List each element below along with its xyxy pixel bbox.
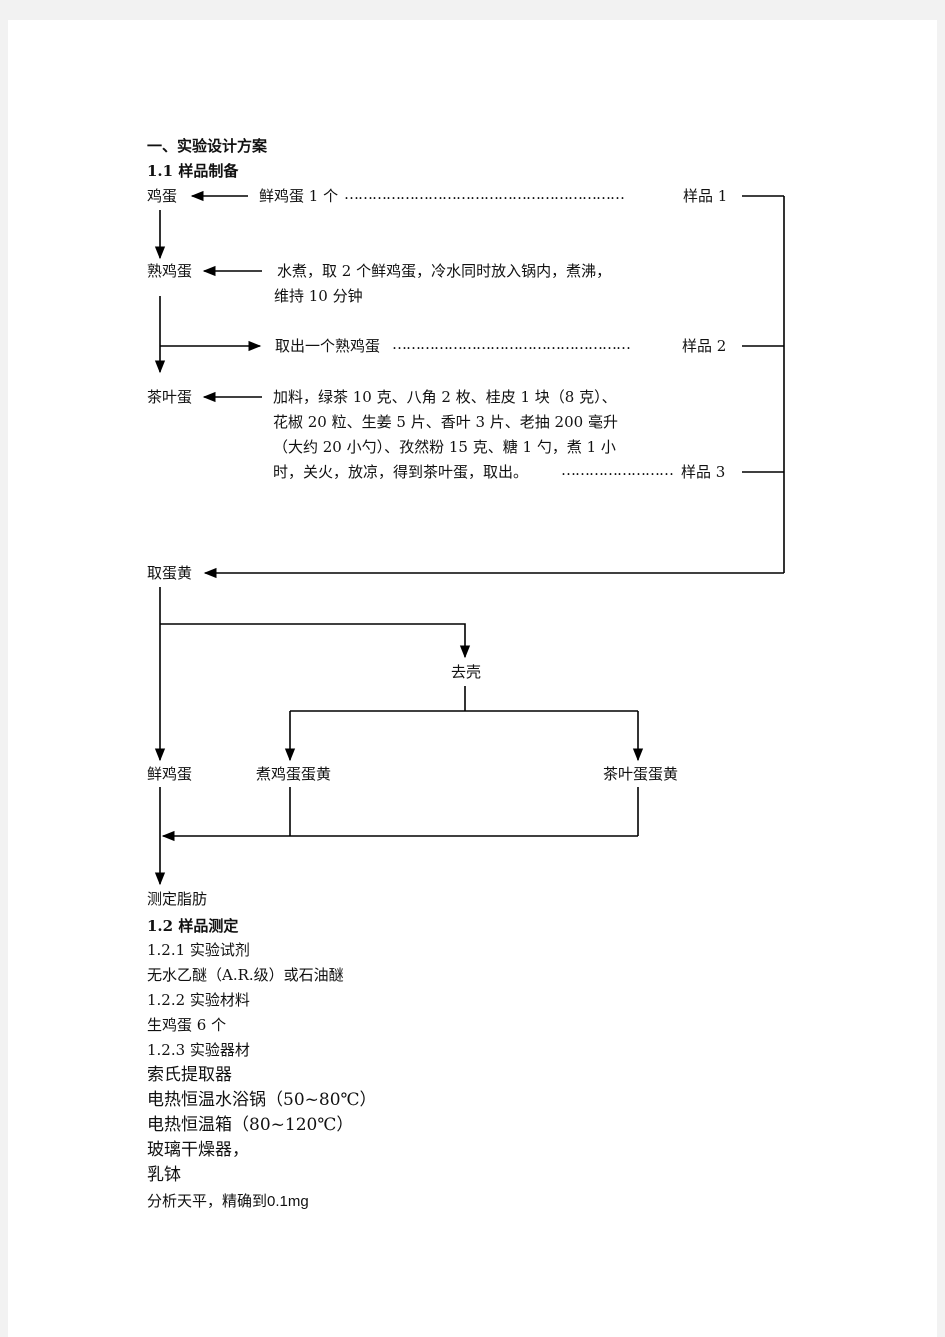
boil-step-line2: 维持 10 分钟	[274, 287, 363, 305]
tea-step-line4: 时，关火，放凉，得到茶叶蛋，取出。	[273, 463, 529, 481]
node-egg: 鸡蛋	[147, 187, 178, 205]
node-tea-yolk: 茶叶蛋蛋黄	[603, 765, 679, 783]
subsection-sample-measure: 1.2 样品测定	[147, 917, 239, 935]
equipment-balance-precision: 0.1mg	[267, 1193, 309, 1210]
equipment-balance: 分析天平，精确到0.1mg	[147, 1192, 309, 1211]
dotted-leader-1: ……………………………………………………	[344, 185, 625, 203]
node-fresh-egg: 鲜鸡蛋	[147, 765, 193, 783]
node-measure-fat: 测定脂肪	[147, 890, 208, 908]
node-remove-shell: 去壳	[451, 663, 482, 681]
heading-reagents: 1.2.1 实验试剂	[147, 941, 250, 959]
material-text: 生鸡蛋 6 个	[147, 1016, 227, 1034]
label-sample-2: 样品 2	[682, 337, 727, 355]
heading-materials: 1.2.2 实验材料	[147, 991, 250, 1009]
equipment-soxhlet: 索氏提取器	[147, 1065, 232, 1085]
label-sample-3: 样品 3	[681, 463, 726, 481]
equipment-oven: 电热恒温箱（80~120℃）	[147, 1115, 354, 1135]
boil-step-line1: 水煮，取 2 个鲜鸡蛋，冷水同时放入锅内，煮沸，	[277, 262, 612, 280]
subsection-sample-prep: 1.1 样品制备	[147, 162, 239, 180]
equipment-desiccator: 玻璃干燥器，	[147, 1140, 249, 1160]
dotted-leader-3: ……………………	[561, 461, 674, 479]
node-fresh-egg-one: 鲜鸡蛋 1 个	[259, 187, 339, 205]
tea-step-line1: 加料，绿茶 10 克、八角 2 枚、桂皮 1 块（8 克）、	[273, 388, 617, 406]
heading-equipment: 1.2.3 实验器材	[147, 1041, 250, 1059]
reagent-text: 无水乙醚（A.R.级）或石油醚	[147, 966, 344, 984]
tea-step-line3: （大约 20 小勺）、孜然粉 15 克、糖 1 勺，煮 1 小	[273, 438, 616, 456]
dotted-leader-2: ……………………………………………	[392, 335, 631, 353]
equipment-mortar: 乳钵	[147, 1165, 181, 1185]
label-sample-1: 样品 1	[683, 187, 728, 205]
node-boiled-yolk: 煮鸡蛋蛋黄	[256, 765, 332, 783]
node-tea-egg: 茶叶蛋	[147, 388, 193, 406]
section-heading: 一、实验设计方案	[147, 137, 268, 155]
node-take-one-boiled: 取出一个熟鸡蛋	[275, 337, 381, 355]
equipment-water-bath: 电热恒温水浴锅（50~80℃）	[147, 1090, 377, 1110]
branch-to-shell	[160, 623, 471, 659]
tea-step-line2: 花椒 20 粒、生姜 5 片、香叶 3 片、老抽 200 毫升	[273, 413, 618, 431]
document-page	[8, 20, 937, 1337]
node-boiled-egg: 熟鸡蛋	[147, 262, 193, 280]
equipment-balance-label: 分析天平，精确到	[147, 1192, 268, 1210]
node-take-yolk: 取蛋黄	[147, 564, 193, 582]
